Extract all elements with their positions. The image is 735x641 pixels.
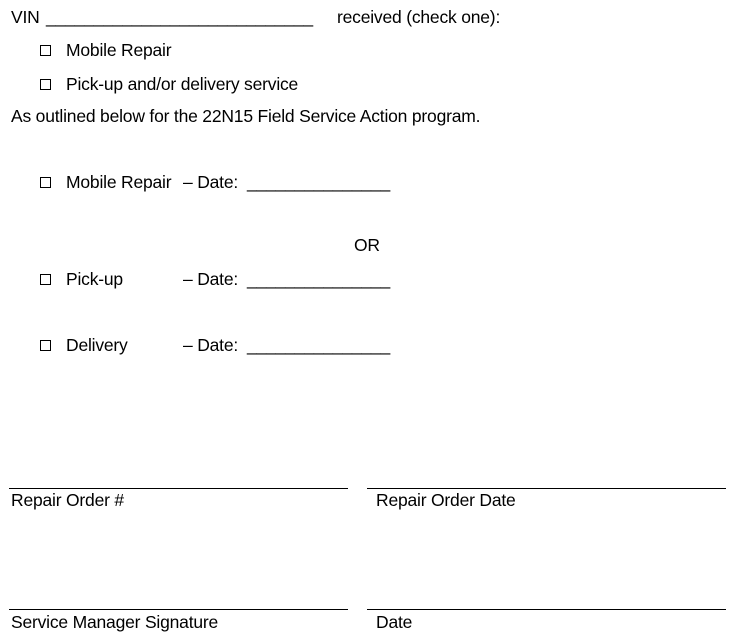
repair-order-number-label: Repair Order # xyxy=(11,490,124,510)
schedule-delivery-date-field[interactable]: _______________ xyxy=(247,335,390,355)
schedule-delivery-label: Delivery xyxy=(66,335,128,355)
repair-order-date-line[interactable] xyxy=(367,488,726,489)
option-mobile-repair-label: Mobile Repair xyxy=(66,40,172,60)
option-pickup-delivery-label: Pick-up and/or delivery service xyxy=(66,74,299,94)
schedule-delivery-checkbox[interactable] xyxy=(40,340,51,351)
intro-text: As outlined below for the 22N15 Field Se… xyxy=(11,106,481,126)
schedule-mobile-repair-checkbox[interactable] xyxy=(40,177,51,188)
schedule-pickup-date-label: – Date: xyxy=(183,269,239,289)
pickup-delivery-checkbox[interactable] xyxy=(40,79,51,90)
schedule-pickup-checkbox[interactable] xyxy=(40,274,51,285)
schedule-mobile-repair-date-label: – Date: xyxy=(183,172,239,192)
schedule-mobile-repair-date-field[interactable]: _______________ xyxy=(247,172,390,192)
repair-order-date-label: Repair Order Date xyxy=(376,490,516,510)
mobile-repair-checkbox[interactable] xyxy=(40,45,51,56)
schedule-pickup-label: Pick-up xyxy=(66,269,123,289)
date-line[interactable] xyxy=(367,609,726,610)
vin-label: VIN xyxy=(11,7,40,27)
or-separator: OR xyxy=(354,235,380,255)
service-manager-signature-line[interactable] xyxy=(9,609,348,610)
received-text: received (check one): xyxy=(337,7,501,27)
service-manager-signature-label: Service Manager Signature xyxy=(11,612,219,632)
schedule-pickup-date-field[interactable]: _______________ xyxy=(247,269,390,289)
vin-field[interactable]: ____________________________ xyxy=(46,7,313,27)
date-label: Date xyxy=(376,612,413,632)
schedule-mobile-repair-label: Mobile Repair xyxy=(66,172,172,192)
schedule-delivery-date-label: – Date: xyxy=(183,335,239,355)
repair-order-number-line[interactable] xyxy=(9,488,348,489)
